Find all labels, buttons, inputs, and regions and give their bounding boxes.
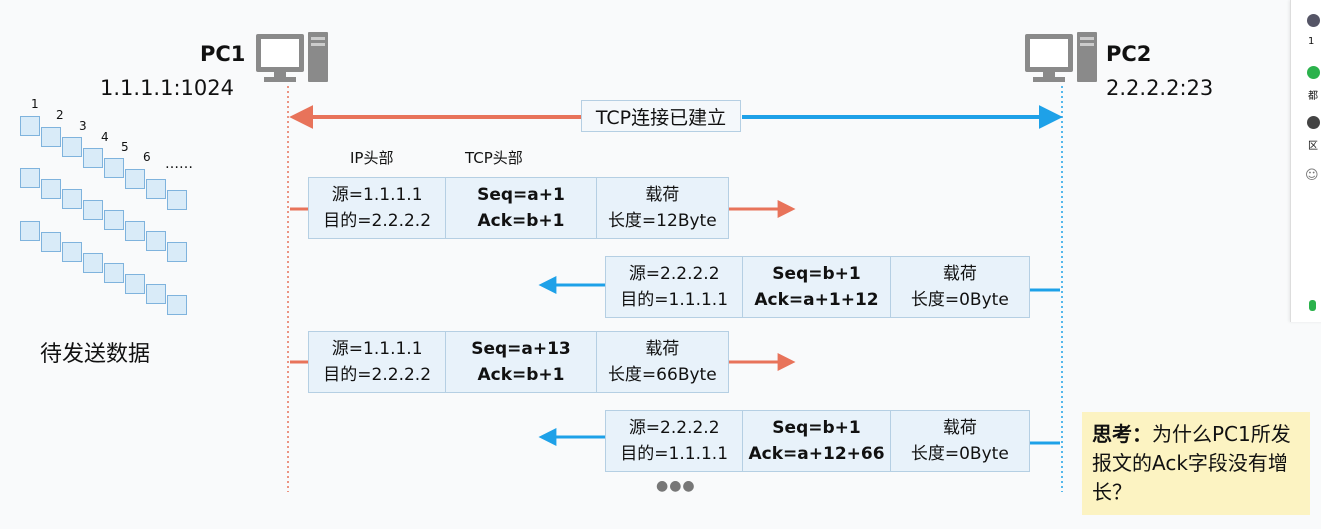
sidebar-item-label: 1 (1308, 36, 1315, 47)
payload-cell: 载荷 长度=12Byte (597, 178, 728, 238)
ack-field: Ack=a+12+66 (748, 444, 885, 464)
packet-square (125, 168, 145, 189)
more-ellipsis: ●●● (656, 478, 696, 494)
packet-square (83, 199, 103, 220)
payload-title: 载荷 (645, 185, 680, 205)
packet-square (62, 242, 82, 262)
pc1-address: 1.1.1.1:1024 (100, 76, 234, 100)
packet-square (41, 178, 61, 199)
chat-icon[interactable] (1307, 66, 1320, 79)
packet-square (20, 116, 40, 136)
packet-square (83, 252, 103, 273)
source-address: 源=2.2.2.2 (628, 418, 720, 438)
queue-number: 1 (31, 97, 39, 111)
segment-4: 源=2.2.2.2 目的=1.1.1.1 Seq=b+1 Ack=a+12+66… (605, 410, 1030, 472)
emoji-icon[interactable]: ☺ (1305, 168, 1319, 183)
ip-header-cell: 源=2.2.2.2 目的=1.1.1.1 (606, 411, 744, 471)
payload-cell: 载荷 长度=66Byte (597, 332, 728, 392)
queue-number: 2 (56, 108, 64, 122)
avatar[interactable] (1307, 116, 1320, 129)
tcp-header-cell: Seq=b+1 Ack=a+12+66 (743, 411, 891, 471)
think-text: 为什么PC1所发报文的Ack字段没有增长？ (1092, 422, 1291, 504)
packet-square (146, 231, 166, 251)
connection-label: TCP连接已建立 (581, 100, 741, 132)
queue-number: 5 (121, 140, 129, 154)
packet-square (20, 168, 40, 188)
source-address: 源=2.2.2.2 (628, 264, 720, 284)
destination-address: 目的=1.1.1.1 (620, 290, 729, 310)
tcp-header-cell: Seq=b+1 Ack=a+1+12 (743, 257, 891, 317)
ack-field: Ack=b+1 (477, 365, 565, 385)
tcp-header-label: TCP头部 (465, 149, 523, 167)
payload-title: 载荷 (942, 418, 977, 438)
source-address: 源=1.1.1.1 (331, 339, 423, 359)
packet-square (167, 189, 187, 210)
packet-square (125, 273, 145, 294)
destination-address: 目的=2.2.2.2 (323, 365, 432, 385)
payload-length: 长度=12Byte (607, 211, 717, 231)
ip-header-cell: 源=1.1.1.1 目的=2.2.2.2 (309, 332, 447, 392)
ip-header-cell: 源=1.1.1.1 目的=2.2.2.2 (309, 178, 447, 238)
payload-title: 载荷 (645, 339, 680, 359)
payload-cell: 载荷 长度=0Byte (891, 257, 1029, 317)
queue-number: 3 (79, 119, 87, 133)
packet-square (167, 241, 187, 262)
pc1-name: PC1 (200, 42, 246, 66)
source-address: 源=1.1.1.1 (331, 185, 423, 205)
packet-queue: 1 2 3 4 5 6 …… (0, 0, 240, 330)
packet-square (167, 294, 187, 315)
queue-number: 6 (143, 150, 151, 164)
pc1-computer-icon (256, 32, 328, 82)
think-box: 思考：为什么PC1所发报文的Ack字段没有增长？ (1082, 412, 1310, 515)
packet-square (125, 220, 145, 241)
pc2-computer-icon (1025, 32, 1097, 82)
destination-address: 目的=1.1.1.1 (620, 444, 729, 464)
packet-square (83, 147, 103, 168)
packet-square (146, 284, 166, 304)
ip-header-cell: 源=2.2.2.2 目的=1.1.1.1 (606, 257, 744, 317)
tcp-header-cell: Seq=a+1 Ack=b+1 (446, 178, 597, 238)
pc2-address: 2.2.2.2:23 (1106, 76, 1214, 100)
ack-field: Ack=b+1 (477, 211, 565, 231)
segment-3: 源=1.1.1.1 目的=2.2.2.2 Seq=a+13 Ack=b+1 载荷… (308, 331, 729, 393)
packet-square (20, 221, 40, 241)
packet-square (62, 137, 82, 157)
payload-cell: 载荷 长度=0Byte (891, 411, 1029, 471)
payload-length: 长度=0Byte (910, 290, 1009, 310)
queue-number: 4 (101, 130, 109, 144)
seq-field: Seq=a+1 (477, 185, 565, 205)
seq-field: Seq=a+13 (471, 339, 571, 359)
packet-square (104, 263, 124, 283)
mic-icon[interactable] (1309, 300, 1316, 311)
seq-field: Seq=b+1 (772, 264, 861, 284)
payload-title: 载荷 (942, 264, 977, 284)
ip-header-label: IP头部 (350, 149, 394, 167)
packet-square (104, 158, 124, 178)
payload-length: 长度=66Byte (607, 365, 717, 385)
packet-square (104, 210, 124, 230)
sidebar-item-label: 都 (1308, 91, 1318, 102)
packet-square (62, 189, 82, 209)
pc2-name: PC2 (1106, 42, 1152, 66)
sidebar-item-label: 区 (1308, 141, 1318, 152)
think-title: 思考： (1092, 422, 1152, 446)
packet-square (41, 231, 61, 252)
packet-square (41, 126, 61, 147)
tcp-header-cell: Seq=a+13 Ack=b+1 (446, 332, 597, 392)
segment-1: 源=1.1.1.1 目的=2.2.2.2 Seq=a+1 Ack=b+1 载荷 … (308, 177, 729, 239)
queue-label: 待发送数据 (40, 342, 151, 367)
seq-field: Seq=b+1 (772, 418, 861, 438)
ack-field: Ack=a+1+12 (754, 290, 879, 310)
segment-2: 源=2.2.2.2 目的=1.1.1.1 Seq=b+1 Ack=a+1+12 … (605, 256, 1030, 318)
avatar[interactable] (1307, 14, 1320, 27)
payload-length: 长度=0Byte (910, 444, 1009, 464)
queue-ellipsis: …… (165, 156, 193, 172)
destination-address: 目的=2.2.2.2 (323, 211, 432, 231)
right-sidebar: 1 都 区 ☺ (1290, 0, 1321, 322)
packet-square (146, 179, 166, 199)
